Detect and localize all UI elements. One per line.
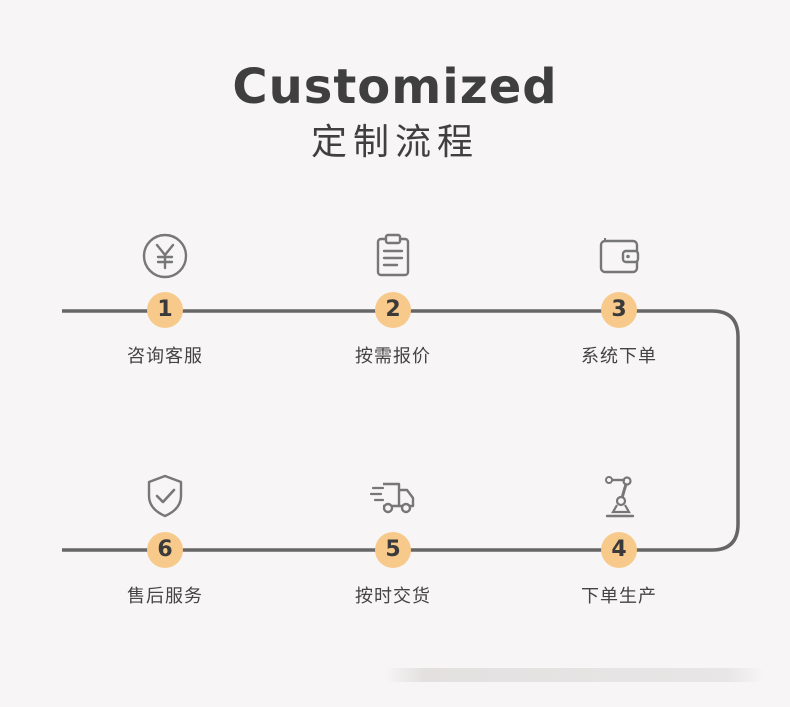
robot-arm-icon <box>605 476 635 518</box>
step-label: 咨询客服 <box>127 346 203 367</box>
step-number-badge: 1 <box>147 292 183 328</box>
step-label: 系统下单 <box>581 346 657 367</box>
step-label: 按需报价 <box>355 346 431 367</box>
step-2: 2 按需报价 <box>333 232 453 422</box>
delivery-truck-icon <box>369 482 415 514</box>
step-5: 5 按时交货 <box>333 472 453 662</box>
step-number-badge: 5 <box>375 532 411 568</box>
step-4: 4 下单生产 <box>559 472 679 662</box>
step-1: 1 咨询客服 <box>105 232 225 422</box>
step-label: 按时交货 <box>355 586 431 607</box>
blurred-watermark <box>385 668 765 682</box>
step-number-badge: 3 <box>601 292 637 328</box>
step-label: 下单生产 <box>581 586 657 607</box>
step-6: 6 售后服务 <box>105 472 225 662</box>
step-label: 售后服务 <box>127 586 203 607</box>
shield-check-icon <box>147 474 183 518</box>
page-title: Customized <box>232 59 558 115</box>
page-subtitle: 定制流程 <box>310 122 479 163</box>
yen-coin-icon <box>142 233 188 279</box>
step-number-badge: 6 <box>147 532 183 568</box>
step-3: 3 系统下单 <box>559 232 679 422</box>
step-number-badge: 4 <box>601 532 637 568</box>
step-number-badge: 2 <box>375 292 411 328</box>
wallet-icon <box>599 238 640 274</box>
clipboard-icon <box>376 233 410 277</box>
